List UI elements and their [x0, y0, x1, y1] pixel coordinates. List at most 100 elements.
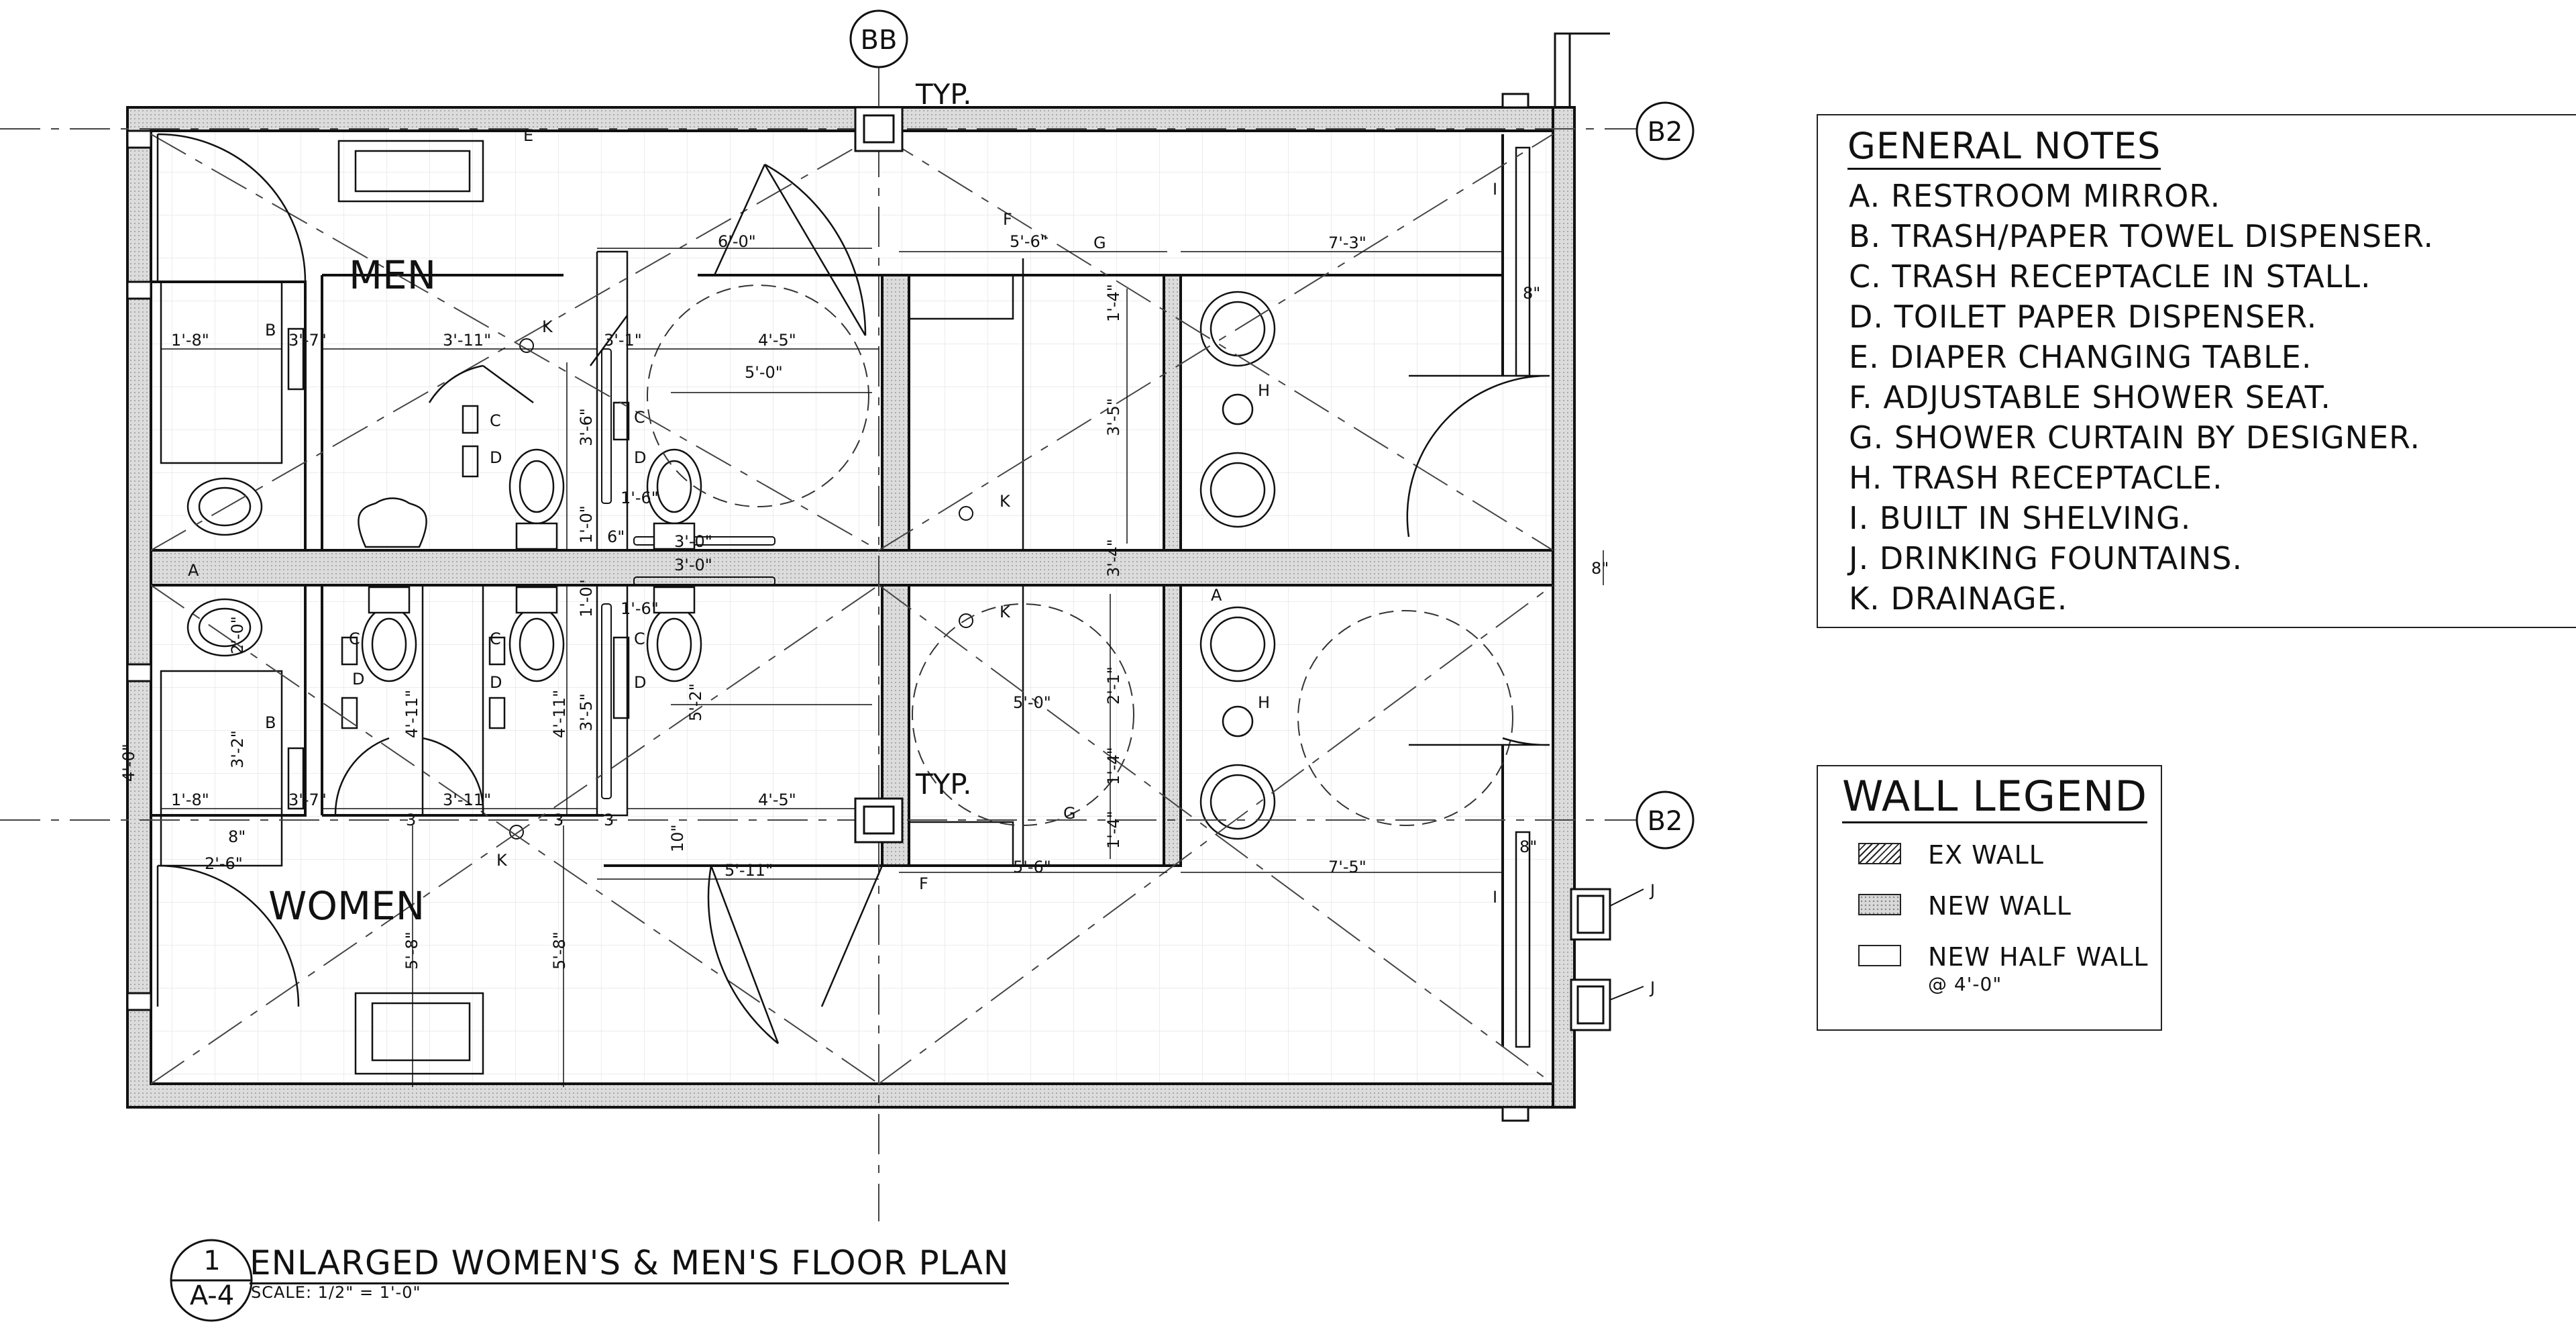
- legend-item-ex-wall: EX WALL: [1858, 842, 2149, 893]
- grid-bubble-bb: BB: [849, 9, 908, 68]
- general-notes-panel: GENERAL NOTES A. RESTROOM MIRROR. B. TRA…: [1817, 114, 2576, 628]
- grab-bars: [601, 348, 775, 799]
- dim-text: 2'-0": [228, 616, 247, 654]
- ex-wall-stub: [1554, 32, 1610, 107]
- legend-label: NEW WALL: [1928, 891, 2072, 921]
- tag-h: H: [1258, 381, 1270, 400]
- interior-partitions: [151, 134, 1504, 1047]
- dim-text: 5'-8": [550, 931, 569, 970]
- room-name-men: MEN: [349, 252, 436, 298]
- dim-text: 10": [668, 824, 687, 852]
- note-item: J. DRINKING FOUNTAINS.: [1849, 540, 2243, 576]
- dim-text: 2'-1": [1104, 666, 1123, 705]
- drawing-scale: SCALE: 1/2" = 1'-0": [251, 1283, 421, 1302]
- dim-text: 1'-8": [171, 791, 209, 809]
- legend-label: NEW HALF WALL: [1928, 942, 2149, 972]
- grid-bubble-b2-bottom-text: B2: [1648, 806, 1683, 837]
- dim-text: 1'-4": [1104, 747, 1123, 785]
- drawing-reference-bubble: [170, 1239, 253, 1322]
- exterior-walls: [126, 106, 1576, 1109]
- dim-text: 4'-0": [119, 744, 138, 782]
- legend-item-new-wall: NEW WALL: [1858, 893, 2149, 944]
- dim-text: 5'-11": [724, 861, 773, 880]
- tag-i: I: [1493, 888, 1497, 907]
- tag-k: K: [542, 317, 553, 336]
- general-notes-list: A. RESTROOM MIRROR. B. TRASH/PAPER TOWEL…: [1849, 176, 2434, 619]
- note-item: D. TOILET PAPER DISPENSER.: [1849, 299, 2318, 335]
- typ-label-middle: TYP.: [915, 768, 971, 801]
- dim-text: 1'-0": [577, 505, 596, 544]
- dim-text: 5'-0": [1013, 693, 1051, 712]
- doors: [156, 133, 1550, 1044]
- tag-a: A: [1211, 586, 1222, 605]
- room-name-women: WOMEN: [268, 883, 425, 929]
- dim-text: 1'-4": [1104, 811, 1123, 849]
- tag-b: B: [265, 713, 276, 732]
- tag-k: K: [1000, 603, 1011, 621]
- dim-text: 1'-6": [621, 599, 659, 618]
- new-half-wall-swatch: [1858, 945, 1901, 966]
- dim-text: 1'-4": [1104, 284, 1123, 322]
- dim-text: 3'-0": [674, 556, 712, 574]
- dim-text: 5'-2": [686, 683, 705, 721]
- wall-end-caps: [126, 93, 1529, 1122]
- note-item: B. TRASH/PAPER TOWEL DISPENSER.: [1849, 218, 2434, 254]
- structural-columns: [854, 106, 904, 844]
- legend-item-new-half-wall: NEW HALF WALL @ 4'-0": [1858, 944, 2149, 995]
- tag-f: F: [919, 874, 928, 893]
- tag-k: K: [496, 851, 508, 870]
- dim-text: 3'-7": [288, 331, 327, 350]
- dim-text: 8": [1523, 284, 1540, 303]
- dim-text: 1'-6": [621, 489, 659, 507]
- tag-a: A: [188, 561, 199, 580]
- tag-d: D: [634, 673, 646, 692]
- drinking-fountains: [1570, 888, 1644, 1031]
- reference-lines: [0, 67, 1637, 1221]
- dim-text: 3: [604, 811, 614, 829]
- note-item: C. TRASH RECEPTACLE IN STALL.: [1849, 258, 2371, 295]
- dim-text: 4'-5": [758, 331, 796, 350]
- dim-text: 1'-8": [171, 331, 209, 350]
- tag-k: K: [1000, 492, 1011, 511]
- dim-text: 5'-6": [1013, 858, 1051, 876]
- turning-circles: [647, 285, 1513, 826]
- stall-partitions: [160, 140, 1531, 1075]
- tag-j: J: [1649, 881, 1655, 900]
- dim-text: 3'-5": [577, 693, 596, 731]
- dim-text: 5'-0": [745, 363, 783, 382]
- tag-i: I: [1493, 180, 1497, 199]
- legend-sublabel: @ 4'-0": [1928, 973, 2002, 995]
- tag-c: C: [490, 629, 501, 648]
- dim-text: 7'-3": [1328, 234, 1366, 252]
- note-item: F. ADJUSTABLE SHOWER SEAT.: [1849, 379, 2332, 415]
- drawing-title: ENLARGED WOMEN'S & MEN'S FLOOR PLAN: [250, 1243, 1010, 1284]
- dim-text: 4'-11": [550, 690, 569, 738]
- grid-bubble-b2-bottom: B2: [1635, 791, 1695, 850]
- grid-bubble-b2-top-text: B2: [1648, 117, 1683, 148]
- dim-text: 3'-11": [443, 331, 491, 350]
- tag-d: D: [352, 670, 364, 689]
- dim-text: 1'-0": [577, 579, 596, 617]
- wall-legend-list: EX WALL NEW WALL NEW HALF WALL @ 4'-0": [1858, 842, 2149, 995]
- tag-d: D: [490, 448, 502, 467]
- new-wall-swatch: [1858, 894, 1901, 915]
- drawing-number: 1: [203, 1245, 221, 1276]
- dim-text: 4'-11": [402, 690, 421, 738]
- note-item: I. BUILT IN SHELVING.: [1849, 500, 2192, 536]
- grid-bubble-bb-text: BB: [861, 25, 898, 56]
- dim-text: 3'-4": [1104, 539, 1123, 577]
- dim-text: 4'-5": [758, 791, 796, 809]
- dim-text: 2'-6": [205, 854, 243, 873]
- wall-legend-panel: WALL LEGEND EX WALL NEW WALL NEW HALF WA…: [1817, 765, 2162, 1031]
- ex-wall-swatch: [1858, 843, 1901, 864]
- dim-text: 6'-0": [718, 232, 756, 251]
- sheet-number: A-4: [189, 1280, 235, 1311]
- note-tags: A A B B C C C C C D D D D D E F F G G H …: [188, 126, 1655, 997]
- toilets: [358, 448, 702, 682]
- tag-c: C: [349, 629, 360, 648]
- typ-label-top: TYP.: [915, 78, 971, 111]
- tag-c: C: [634, 408, 645, 427]
- tag-e: E: [523, 126, 533, 145]
- tag-g: G: [1063, 804, 1076, 823]
- dim-text: 8": [228, 827, 246, 846]
